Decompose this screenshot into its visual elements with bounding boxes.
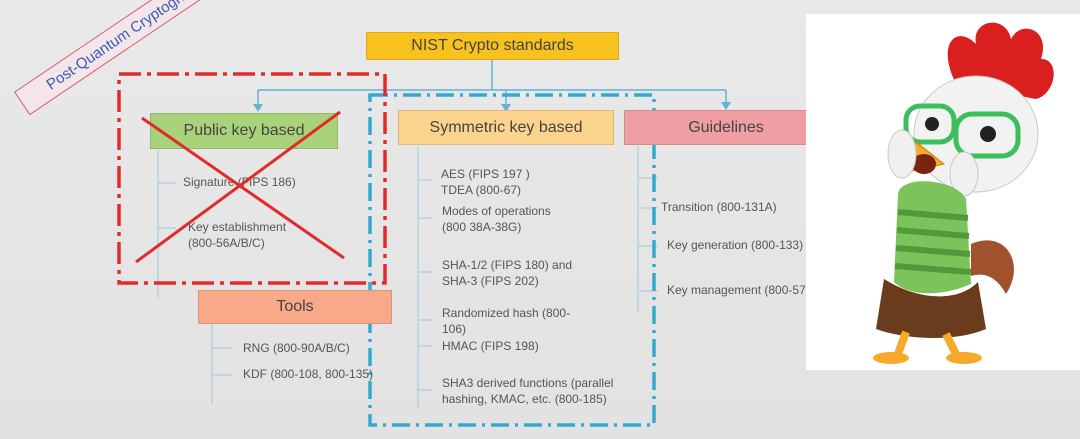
- symmetric-label: Symmetric key based: [429, 118, 583, 136]
- public-key-item: (800-56A/B/C): [188, 236, 265, 250]
- cross-stroke: [141, 116, 345, 260]
- public-key-box: Public key based: [150, 113, 338, 149]
- symmetric-box: Symmetric key based: [398, 110, 614, 145]
- symmetric-arrow: [501, 104, 511, 112]
- symmetric-item: Modes of operations: [442, 204, 551, 218]
- tools-box: Tools: [198, 290, 392, 324]
- root-label: NIST Crypto standards: [411, 37, 574, 54]
- tool-item: KDF (800-108, 800-135): [243, 367, 374, 381]
- guideline-item: Transition (800-131A): [661, 200, 777, 214]
- chicken-icon: [873, 22, 1054, 364]
- symmetric-item: TDEA (800-67): [441, 183, 522, 197]
- guidelines-arrow: [721, 102, 731, 110]
- symmetric-item: 106): [442, 322, 467, 336]
- symmetric-item: SHA-3 (FIPS 202): [442, 274, 539, 288]
- cross-stroke: [135, 110, 341, 264]
- guideline-item: Key management (800-57): [667, 283, 810, 297]
- tool-item: RNG (800-90A/B/C): [243, 341, 350, 355]
- guidelines-box: Guidelines: [624, 110, 828, 145]
- symmetric-highlight-frame: [368, 93, 656, 427]
- guidelines-label: Guidelines: [688, 118, 764, 136]
- chicken-illustration: [806, 14, 1080, 370]
- symmetric-item: SHA3 derived functions (parallel: [442, 376, 614, 390]
- symmetric-item: Randomized hash (800-: [442, 306, 571, 320]
- tools-label: Tools: [276, 298, 314, 315]
- symmetric-item: HMAC (FIPS 198): [442, 339, 539, 353]
- public-key-highlight-frame: [117, 72, 387, 285]
- symmetric-item: hashing, KMAC, etc. (800-185): [442, 392, 607, 406]
- symmetric-item: (800 38A-38G): [442, 220, 522, 234]
- public-key-item: Signature (FIPS 186): [183, 175, 296, 189]
- guideline-item: Key generation (800-133): [667, 238, 804, 252]
- symmetric-item: AES (FIPS 197 ): [441, 167, 530, 181]
- public-key-label: Public key based: [183, 122, 305, 139]
- public-key-item: Key establishment: [188, 220, 287, 234]
- symmetric-item: SHA-1/2 (FIPS 180) and: [442, 258, 573, 272]
- root-box: NIST Crypto standards: [366, 32, 619, 60]
- public-key-arrow: [253, 104, 263, 112]
